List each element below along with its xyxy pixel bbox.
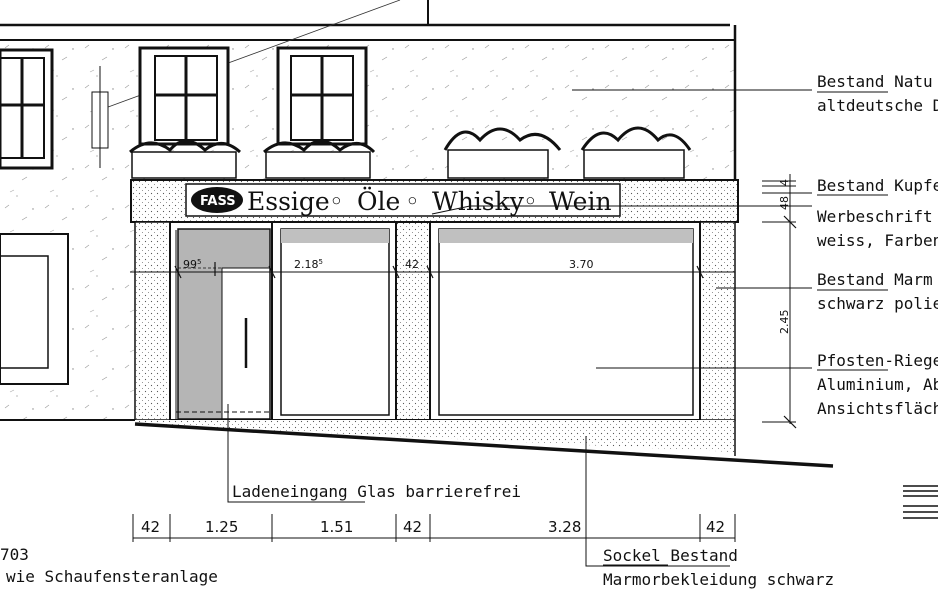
callout-plinth-2: Marmorbekleidung schwarz [603,570,834,589]
flower-box-2 [263,139,376,179]
leader-lines [227,89,812,567]
callout-lettering-1: Werbeschrift [817,207,933,226]
shopfront [134,221,736,421]
callout-underlines [603,91,888,566]
dim-bottom-4: 42 [403,518,422,536]
dim-top-1: 995 [183,258,201,271]
dimension-line-bottom: 42 1.25 1.51 42 3.28 42 [132,514,736,542]
callout-entrance: Ladeneingang Glas barrierefrei [232,482,521,501]
shop-window-1 [271,221,397,421]
window-left-partial [0,48,54,170]
left-note-2: wie Schaufensteranlage [6,567,218,586]
sign-logo-text: FASS [200,194,236,209]
callout-natural-stone-2: altdeutsche D [817,96,938,115]
callout-marble-1: Bestand Marm [817,270,933,289]
window-upper-1 [138,46,230,146]
callout-mullion-3: Ansichtsfläche [817,399,938,418]
facade-ornament [91,66,109,168]
sign-word-4: Wein [549,187,612,216]
dimension-line-top: 995 2.185 42 3.70 [130,258,735,279]
plinth [134,420,834,468]
dim-bottom-6: 42 [706,518,725,536]
flower-box-1 [129,139,241,179]
ground-window-left [0,233,69,385]
callout-marble-2: schwarz polie [817,294,938,313]
dim-top-4: 3.70 [569,258,594,271]
callout-plinth-1: Sockel Bestand [603,546,738,565]
signboard: FASS Essige ◦ Öle ◦ Whisky ◦ Wein [130,179,739,223]
callout-mullion-1: Pfosten-Riege [817,351,938,370]
callout-copper: Bestand Kupfe [817,176,938,195]
callout-natural-stone-1: Bestand Natu [817,72,933,91]
callout-lettering-2: weiss, Farben [817,231,938,250]
fass-logo-icon [191,187,243,213]
shop-window-2 [429,221,701,421]
sign-separator-2: ◦ [405,187,420,216]
sign-separator-3: ◦ [523,187,538,216]
dimension-line-vertical: 48 4 2.45 [762,174,797,429]
flower-box-3 [443,127,562,179]
dim-vertical-4: 4 [778,179,791,186]
sign-word-2: Öle [357,187,400,216]
dim-top-2: 2.185 [294,258,323,271]
dim-vertical-245: 2.45 [778,310,791,335]
dim-top-3: 42 [405,258,419,271]
window-upper-2 [276,46,368,146]
dim-vertical-48: 48 [778,196,791,210]
dim-bottom-2: 1.25 [205,518,238,536]
flower-box-4 [580,126,692,179]
callout-mullion-2: Aluminium, Ab [817,375,938,394]
sign-word-1: Essige [247,187,330,216]
left-note-1: 703 [0,545,29,564]
scale-hatch-icon [903,485,938,519]
dim-bottom-3: 1.51 [320,518,353,536]
sign-separator-1: ◦ [329,187,344,216]
dim-bottom-5: 3.28 [548,518,581,536]
sign-word-3: Whisky [432,187,525,216]
dim-bottom-1: 42 [141,518,160,536]
